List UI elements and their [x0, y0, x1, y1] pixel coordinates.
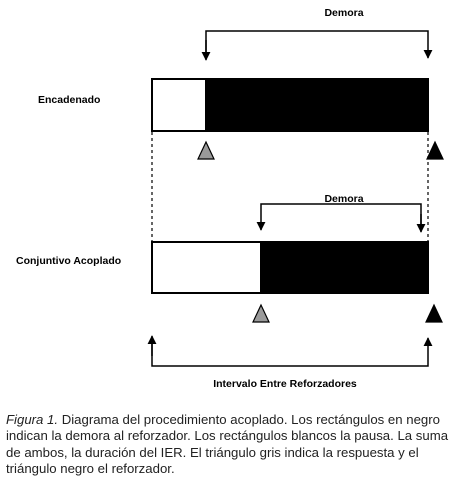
figure-number: Figura 1. — [6, 412, 59, 427]
delay-bracket-top — [205, 30, 433, 59]
chained-response-triangle — [197, 140, 215, 160]
chained-delay-rect — [205, 78, 429, 132]
delay-label-top: Demora — [324, 7, 363, 19]
delay-label-middle: Demora — [324, 193, 363, 205]
coupled-reinforcer-triangle — [425, 303, 443, 323]
coupled-label: Conjuntivo Acoplado — [16, 255, 121, 267]
coupled-delay-rect — [260, 241, 429, 294]
coupled-response-triangle — [252, 303, 270, 323]
interval-bracket — [151, 337, 433, 367]
coupled-pause-rect — [151, 241, 262, 294]
chained-label: Encadenado — [38, 94, 100, 106]
chained-pause-rect — [151, 78, 207, 132]
delay-bracket-middle — [256, 203, 422, 231]
chained-reinforcer-triangle — [426, 140, 444, 160]
procedure-diagram: Demora Encadenado Demora Conjuntivo Acop… — [16, 7, 444, 390]
interval-label: Intervalo Entre Reforzadores — [213, 378, 357, 390]
figure-caption: Figura 1. Diagrama del procedimiento aco… — [6, 412, 452, 478]
caption-text: Diagrama del procedimiento acoplado. Los… — [6, 412, 449, 477]
